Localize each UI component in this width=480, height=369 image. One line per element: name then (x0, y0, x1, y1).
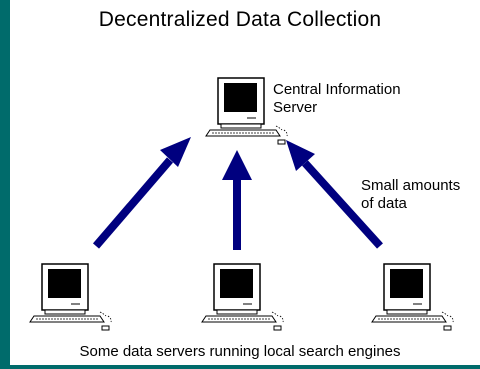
small-data-label: Small amounts of data (361, 177, 460, 213)
small-data-label-line2: of data (361, 195, 407, 212)
slide-title: Decentralized Data Collection (98, 8, 382, 31)
footer-caption: Some data servers running local search e… (79, 343, 401, 360)
central-server-label: Central Information Server (273, 81, 401, 117)
arrow-up-icon (222, 150, 252, 250)
small-data-label-line1: Small amounts (361, 177, 461, 194)
left-computer-icon (29, 263, 112, 331)
arrow-up-right-icon (92, 137, 191, 249)
middle-computer-icon (201, 263, 284, 331)
right-computer-icon (371, 263, 454, 331)
arrow-up-left-icon (286, 140, 383, 249)
central-server-label-line1: Central Information (273, 81, 401, 98)
central-server-label-line2: Server (273, 99, 318, 116)
